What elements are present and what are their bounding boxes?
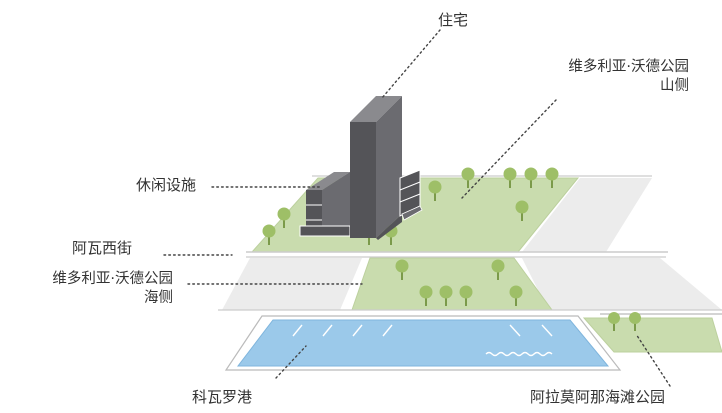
- layer-seaside-park: [218, 256, 722, 311]
- harbour-outer-edge: [224, 315, 622, 371]
- tree-icon: [439, 285, 453, 299]
- leisure-building: [299, 172, 351, 237]
- label-arab-street: 阿瓦西街: [72, 239, 133, 257]
- hillside-road-right: [522, 178, 652, 252]
- leader-residential: [381, 29, 441, 99]
- label-victoria-sea: 维多利亚·沃德公园 海侧: [52, 270, 173, 308]
- tree-icon: [515, 200, 529, 214]
- tree-icon: [395, 259, 409, 273]
- seaside-road-left: [222, 258, 362, 310]
- tree-icon: [461, 167, 475, 181]
- tree-icon: [629, 312, 641, 324]
- tree-icon: [509, 285, 523, 299]
- tree-icon: [608, 312, 620, 324]
- tree-icon: [428, 180, 442, 194]
- tree-icon: [545, 167, 559, 181]
- label-victoria-hill-line2: 山侧: [660, 78, 689, 94]
- leader-beach-park: [635, 333, 671, 387]
- label-residential: 住宅: [438, 11, 469, 29]
- tree-icon: [491, 259, 505, 273]
- label-victoria-sea-line1: 维多利亚·沃德公园: [52, 271, 173, 287]
- tree-icon: [459, 285, 473, 299]
- beach-park: [582, 317, 722, 353]
- layer-harbour: [224, 312, 722, 371]
- tree-icon: [503, 167, 517, 181]
- tree-icon: [419, 285, 433, 299]
- label-harbour: 科瓦罗港: [192, 388, 253, 406]
- label-victoria-hill-line1: 维多利亚·沃德公园: [568, 59, 689, 75]
- tree-icon: [262, 224, 276, 238]
- seaside-road-right: [522, 258, 722, 310]
- tree-icon: [277, 207, 291, 221]
- leader-lines: [163, 29, 671, 387]
- seaside-trees: [395, 259, 523, 306]
- label-victoria-sea-line2: 海侧: [144, 290, 173, 306]
- label-leisure: 休闲设施: [136, 176, 197, 194]
- leader-victoria-hill: [461, 99, 557, 199]
- label-beach-park: 阿拉莫阿那海滩公园: [530, 388, 666, 406]
- residential-tower: [350, 96, 423, 240]
- beach-trees: [608, 312, 641, 331]
- seaside-park-area: [351, 257, 553, 311]
- label-victoria-hill: 维多利亚·沃德公园 山侧: [568, 58, 689, 96]
- water-wave-lines: [292, 324, 553, 357]
- tree-icon: [524, 167, 538, 181]
- layer-hillside-park: [246, 96, 668, 253]
